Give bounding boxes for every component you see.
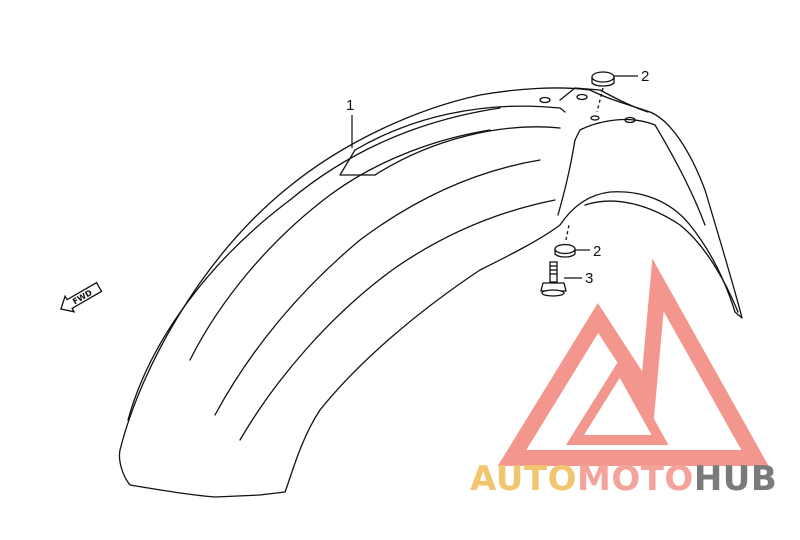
top-grommet [591, 71, 615, 113]
callout-2-top: 2 [641, 68, 649, 85]
bolt [540, 261, 567, 297]
brand-moto: MOTO [577, 459, 694, 499]
callout-1: 1 [346, 97, 354, 114]
callout-2-side: 2 [593, 243, 601, 260]
brand-hub: HUB [694, 459, 777, 499]
watermark-logo-icon [497, 258, 769, 466]
brand-auto: AUTO [470, 459, 577, 499]
fwd-arrow-icon: FWD [60, 281, 103, 313]
front-fender [118, 87, 743, 498]
watermark-brand: AUTOMOTOHUB [470, 459, 777, 499]
leader-lines [351, 75, 638, 279]
side-grommet [554, 224, 576, 258]
callout-3: 3 [585, 270, 593, 287]
